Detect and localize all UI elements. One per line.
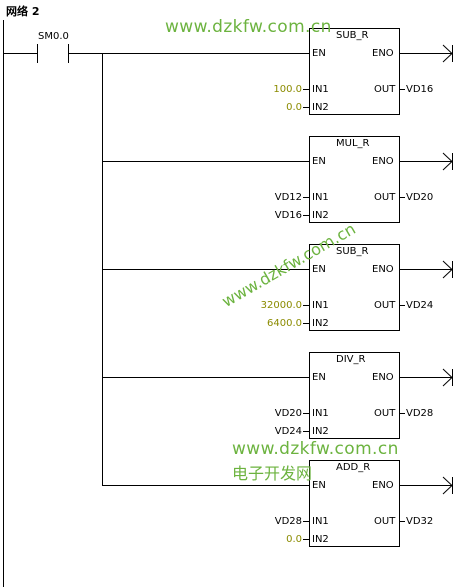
block-title: MUL_R	[336, 138, 370, 149]
block-box-3[interactable]	[309, 244, 400, 331]
eno-pin: ENO	[372, 480, 394, 491]
block-box-4[interactable]	[309, 352, 400, 439]
in1-pin: IN1	[312, 516, 329, 527]
watermark-cn: 电子开发网	[232, 464, 313, 483]
in1-operand[interactable]: VD28	[274, 516, 302, 527]
in2-pin: IN2	[312, 426, 329, 437]
out-pin: OUT	[374, 192, 396, 203]
in2-operand[interactable]: 0.0	[286, 534, 302, 545]
in2-operand[interactable]: 6400.0	[267, 318, 302, 329]
eno-pin: ENO	[372, 264, 394, 275]
in1-pin: IN1	[312, 300, 329, 311]
block-box-1[interactable]	[309, 28, 400, 115]
in1-operand[interactable]: 100.0	[273, 84, 302, 95]
out-operand[interactable]: VD16	[406, 84, 434, 95]
out-pin: OUT	[374, 300, 396, 311]
out-operand[interactable]: VD32	[406, 516, 434, 527]
in2-operand[interactable]: 0.0	[286, 102, 302, 113]
in2-pin: IN2	[312, 318, 329, 329]
block-title: ADD_R	[336, 462, 371, 473]
in1-pin: IN1	[312, 192, 329, 203]
en-pin: EN	[312, 156, 326, 167]
block-box-2[interactable]	[309, 136, 400, 223]
in1-pin: IN1	[312, 84, 329, 95]
watermark-url-top: www.dzkfw.com.cn	[165, 17, 332, 37]
out-pin: OUT	[374, 408, 396, 419]
out-pin: OUT	[374, 516, 396, 527]
block-title: SUB_R	[336, 246, 369, 257]
in1-operand[interactable]: 32000.0	[260, 300, 302, 311]
in1-operand[interactable]: VD12	[274, 192, 302, 203]
eno-pin: ENO	[372, 48, 394, 59]
in2-operand[interactable]: VD16	[274, 210, 302, 221]
contact-label: SM0.0	[38, 31, 69, 42]
block-box-5[interactable]	[309, 460, 400, 547]
in2-operand[interactable]: VD24	[274, 426, 302, 437]
eno-pin: ENO	[372, 372, 394, 383]
out-operand[interactable]: VD24	[406, 300, 434, 311]
network-title: 网络 2	[6, 5, 40, 18]
in2-pin: IN2	[312, 534, 329, 545]
eno-pin: ENO	[372, 156, 394, 167]
en-pin: EN	[312, 264, 326, 275]
block-title: DIV_R	[336, 354, 366, 365]
in2-pin: IN2	[312, 210, 329, 221]
en-pin: EN	[312, 48, 326, 59]
out-operand[interactable]: VD20	[406, 192, 434, 203]
en-pin: EN	[312, 480, 326, 491]
block-title: SUB_R	[336, 30, 369, 41]
out-operand[interactable]: VD28	[406, 408, 434, 419]
in2-pin: IN2	[312, 102, 329, 113]
out-pin: OUT	[374, 84, 396, 95]
in1-operand[interactable]: VD20	[274, 408, 302, 419]
in1-pin: IN1	[312, 408, 329, 419]
en-pin: EN	[312, 372, 326, 383]
watermark-url-bottom: www.dzkfw.com.cn	[232, 439, 399, 459]
